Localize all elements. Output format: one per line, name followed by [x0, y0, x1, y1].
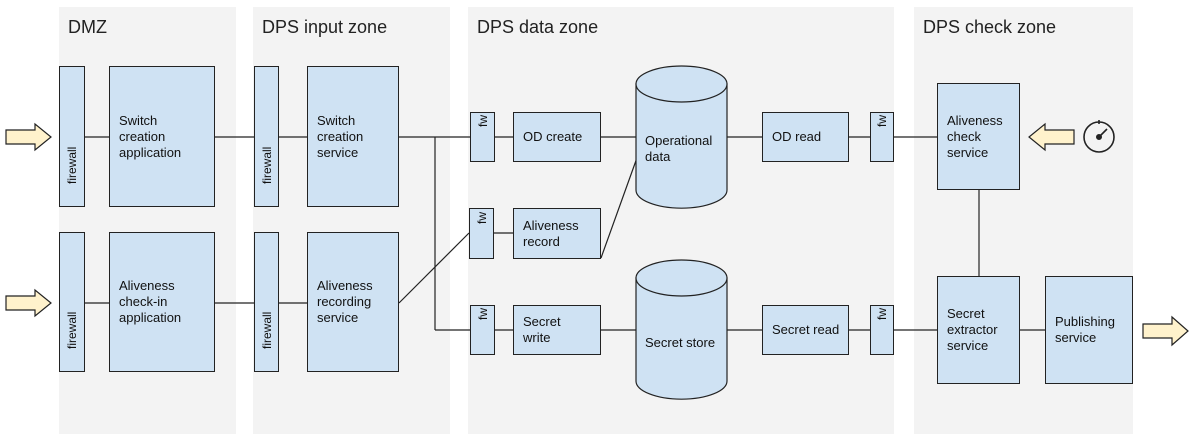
secret-store-label: Secret store — [645, 335, 715, 350]
aliveness-checkin-application: Aliveness check-in application — [109, 232, 215, 372]
fw-secret-write: fw — [470, 305, 495, 355]
aliveness-check-service-label: Aliveness check service — [947, 112, 1003, 160]
firewall-input-bottom: firewall — [254, 232, 279, 372]
od-read-box: OD read — [762, 112, 849, 162]
firewall-label: firewall — [259, 146, 274, 184]
fw-aliveness-record: fw — [469, 208, 494, 259]
switch-creation-service-label: Switch creation service — [317, 112, 364, 160]
timer-arrow-icon — [1028, 122, 1075, 152]
fw-od-create: fw — [470, 112, 495, 162]
publishing-service: Publishing service — [1045, 276, 1133, 384]
aliveness-record-label: Aliveness record — [523, 217, 579, 249]
operational-data-cylinder — [635, 65, 728, 209]
od-read-label: OD read — [772, 129, 822, 144]
aliveness-check-service: Aliveness check service — [937, 83, 1020, 190]
input-zone-title: DPS input zone — [262, 17, 388, 37]
publishing-service-label: Publishing service — [1055, 314, 1115, 345]
output-arrow-icon — [1142, 315, 1189, 347]
fw-secret-read: fw — [870, 305, 894, 355]
firewall-label: firewall — [259, 311, 274, 349]
dmz-zone-title: DMZ — [68, 17, 107, 37]
switch-creation-service: Switch creation service — [307, 66, 399, 207]
fw-od-read: fw — [870, 112, 894, 162]
input-arrow-icon-bottom — [5, 288, 52, 318]
secret-read-box: Secret read — [762, 305, 849, 355]
firewall-dmz-top: firewall — [59, 66, 85, 207]
secret-write-label: Secret write — [523, 314, 561, 345]
secret-extractor-service-label: Secret extractor service — [947, 306, 998, 353]
firewall-label: firewall — [65, 311, 79, 349]
secret-store-cylinder — [635, 259, 728, 400]
aliveness-checkin-application-label: Aliveness check-in application — [119, 278, 182, 325]
firewall-input-top: firewall — [254, 66, 279, 207]
fw-label: fw — [475, 115, 490, 127]
firewall-dmz-bottom: firewall — [59, 232, 85, 372]
od-create-label: OD create — [523, 129, 583, 144]
stopwatch-icon — [1083, 120, 1115, 153]
fw-label: fw — [875, 115, 889, 127]
secret-write-box: Secret write — [513, 305, 601, 355]
fw-label: fw — [475, 308, 490, 320]
connector — [600, 154, 639, 259]
secret-read-label: Secret read — [772, 322, 840, 337]
check-zone-title: DPS check zone — [923, 17, 1057, 37]
od-create-box: OD create — [513, 112, 601, 162]
fw-label: fw — [474, 211, 489, 224]
aliveness-recording-service-label: Aliveness recording service — [317, 278, 373, 325]
connector — [398, 232, 470, 304]
firewall-label: firewall — [65, 146, 79, 184]
aliveness-recording-service: Aliveness recording service — [307, 232, 399, 372]
aliveness-record-box: Aliveness record — [513, 208, 601, 259]
switch-creation-application-label: Switch creation application — [119, 112, 182, 160]
switch-creation-application: Switch creation application — [109, 66, 215, 207]
data-zone-title: DPS data zone — [477, 17, 599, 37]
fw-label: fw — [875, 308, 889, 320]
secret-extractor-service: Secret extractor service — [937, 276, 1020, 384]
input-arrow-icon-top — [5, 122, 52, 152]
